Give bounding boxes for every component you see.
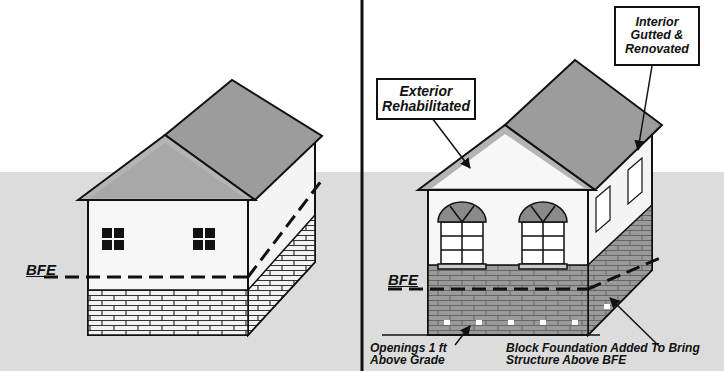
house-after	[382, 60, 662, 335]
note-label: Openings 1 ft Above Grade	[370, 342, 470, 366]
bfe-label: BFE	[388, 272, 438, 287]
callout-box: Exterior Rehabilitated	[376, 78, 476, 120]
bfe-label: BFE	[26, 262, 76, 277]
callout-text: Exterior Rehabilitated	[381, 84, 471, 113]
callout-text: Interior Gutted & Renovated	[619, 16, 695, 55]
house-before	[44, 80, 322, 335]
callout-box: Interior Gutted & Renovated	[614, 6, 700, 66]
note-label: Block Foundation Added To Bring Structur…	[506, 342, 724, 366]
divider-line	[361, 0, 364, 371]
